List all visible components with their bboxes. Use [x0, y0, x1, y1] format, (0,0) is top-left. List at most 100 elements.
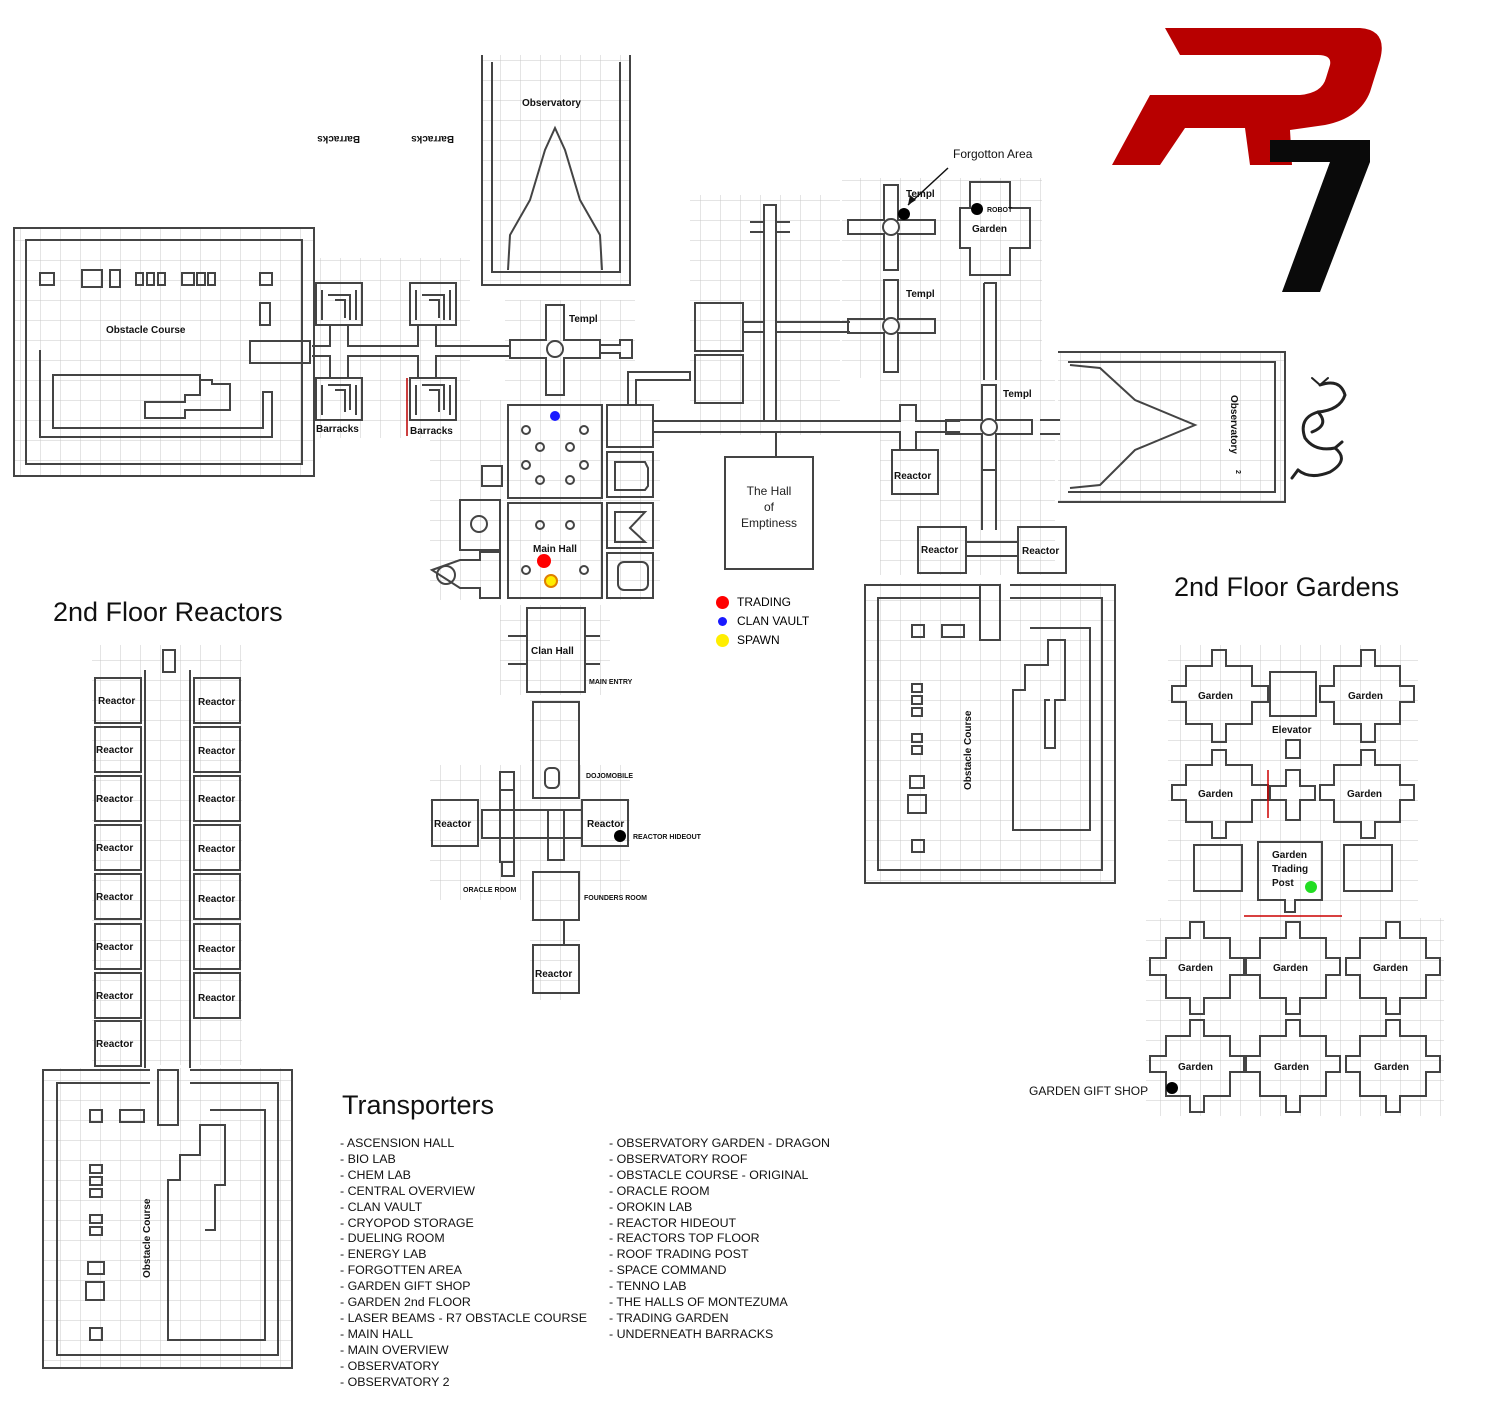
obstacle-course-right — [864, 584, 1116, 884]
transporter-item: - SPACE COMMAND — [609, 1263, 727, 1278]
obstacle-course-left — [13, 227, 315, 477]
label-forgotten-area: Forgotton Area — [953, 147, 1033, 161]
label-garden-gift-shop: GARDEN GIFT SHOP — [1029, 1084, 1148, 1098]
legend-label-spawn: SPAWN — [737, 633, 780, 647]
label-hall-of-emptiness-2: of — [764, 500, 775, 514]
label-garden-g8: Garden — [1178, 1062, 1213, 1073]
temple-center — [509, 304, 633, 396]
r7-logo — [1112, 28, 1382, 292]
legend-item-clan-vault: CLAN VAULT — [716, 612, 809, 631]
transporter-item: - GARDEN 2nd FLOOR — [340, 1295, 471, 1310]
title-2nd-floor-reactors: 2nd Floor Reactors — [53, 597, 283, 627]
label-temple-right-3: Templ — [1003, 389, 1032, 400]
transporter-item: - CRYOPOD STORAGE — [340, 1215, 474, 1230]
transporter-item: - ENERGY LAB — [340, 1247, 427, 1262]
legend-swatch-clan-vault — [718, 617, 727, 626]
trading-marker — [537, 554, 551, 568]
label-trading-post-3: Post — [1272, 878, 1294, 889]
transporter-item: - TRADING GARDEN — [609, 1310, 729, 1325]
label-garden-g10: Garden — [1374, 1062, 1409, 1073]
map-legend: TRADING CLAN VAULT SPAWN — [716, 593, 809, 650]
transporter-item: - TENNO LAB — [609, 1279, 687, 1294]
label-garden-g1: Garden — [1198, 691, 1233, 702]
title-transporters: Transporters — [342, 1090, 495, 1120]
label-reactor-r1r: Reactor — [198, 697, 235, 708]
observatory-top — [481, 55, 631, 286]
gardens-2nd-floor — [1149, 649, 1441, 1113]
legend-item-trading: TRADING — [716, 593, 809, 612]
transporter-item: - FORGOTTEN AREA — [340, 1263, 462, 1278]
transporter-item: - GARDEN GIFT SHOP — [340, 1279, 471, 1294]
robot-marker — [971, 203, 983, 215]
transporter-item: - REACTOR HIDEOUT — [609, 1215, 737, 1230]
transporter-item: - OBSERVATORY GARDEN - DRAGON — [609, 1136, 831, 1150]
label-reactor-r4r: Reactor — [198, 844, 235, 855]
garden-gift-shop-marker — [1166, 1082, 1178, 1094]
label-trading-post-2: Trading — [1272, 864, 1308, 875]
transporter-item: - LASER BEAMS - R7 OBSTACLE COURSE — [340, 1310, 587, 1325]
central-corridors — [627, 204, 960, 570]
label-reactor-r5r: Reactor — [198, 894, 235, 905]
label-reactor-r3l: Reactor — [96, 794, 133, 805]
transporter-item: - OBSERVATORY 2 — [340, 1374, 450, 1389]
label-temple-right-2: Templ — [906, 289, 935, 300]
label-temple-center: Templ — [569, 314, 598, 325]
label-reactor-hideout: REACTOR HIDEOUT — [633, 834, 702, 841]
title-2nd-floor-gardens: 2nd Floor Gardens — [1174, 572, 1400, 602]
legend-item-spawn: SPAWN — [716, 631, 809, 650]
temples-right — [847, 181, 1060, 530]
label-trading-post-1: Garden — [1272, 850, 1307, 861]
legend-label-clan-vault: CLAN VAULT — [737, 614, 810, 628]
label-barracks-tr: Barracks — [411, 133, 454, 144]
label-oracle-room: ORACLE ROOM — [463, 887, 516, 894]
label-obstacle-course-left: Obstacle Course — [106, 325, 186, 336]
forgotten-area-arrow — [907, 167, 949, 206]
label-garden-g6: Garden — [1273, 963, 1308, 974]
label-garden-g5: Garden — [1178, 963, 1213, 974]
spawn-marker — [544, 574, 558, 588]
label-garden-g2: Garden — [1348, 691, 1383, 702]
label-robot: ROBOT — [987, 207, 1013, 214]
transporter-item: - ROOF TRADING POST — [609, 1247, 749, 1262]
transporter-item: - ASCENSION HALL — [340, 1136, 455, 1150]
label-obstacle-course-bottom: Obstacle Course — [142, 1198, 153, 1278]
garden-trading-post-marker — [1305, 881, 1317, 893]
label-reactor-5: Reactor — [587, 819, 624, 830]
legend-swatch-trading — [716, 596, 729, 609]
map-labels: Observatory Obstacle Course Barracks Bar… — [96, 98, 1409, 1278]
label-reactor-r2l: Reactor — [96, 745, 133, 756]
label-founders-room: FOUNDERS ROOM — [584, 895, 647, 902]
transporter-item: - CLAN VAULT — [340, 1199, 423, 1214]
label-reactor-r3r: Reactor — [198, 794, 235, 805]
label-garden-g9: Garden — [1274, 1062, 1309, 1073]
label-reactor-r2r: Reactor — [198, 746, 235, 757]
label-dojomobile: DOJOMOBILE — [586, 773, 633, 780]
label-reactor-r7l: Reactor — [96, 991, 133, 1002]
label-observatory-2: Observatory — [1228, 395, 1239, 454]
label-barracks-bl: Barracks — [317, 133, 360, 144]
label-reactor-r8l: Reactor — [96, 1039, 133, 1050]
obstacle-course-bottom — [42, 1069, 293, 1369]
label-reactor-1: Reactor — [894, 471, 931, 482]
clan-vault-marker — [550, 411, 560, 421]
logo-r-shape — [1112, 28, 1382, 165]
transporter-item: - CENTRAL OVERVIEW — [340, 1183, 475, 1198]
transporter-item: - MAIN OVERVIEW — [340, 1342, 449, 1357]
label-reactor-6: Reactor — [535, 969, 572, 980]
label-garden-g7: Garden — [1373, 963, 1408, 974]
label-garden-g3: Garden — [1198, 789, 1233, 800]
transporter-item: - CHEM LAB — [340, 1167, 411, 1182]
transporter-item: - OBSERVATORY ROOF — [609, 1151, 748, 1166]
label-hall-of-emptiness-3: Emptiness — [741, 516, 797, 530]
transporter-item: - OROKIN LAB — [609, 1199, 693, 1214]
label-reactor-r7r: Reactor — [198, 993, 235, 1004]
label-observatory-2-suffix: 2 — [1234, 470, 1241, 474]
forgotten-area-marker — [898, 208, 910, 220]
label-reactor-r6l: Reactor — [96, 942, 133, 953]
transporters-column-1: - ASCENSION HALL - BIO LAB - CHEM LAB - … — [340, 1136, 587, 1391]
reactors-right — [891, 449, 1067, 574]
label-reactor-3: Reactor — [1022, 546, 1059, 557]
legend-label-trading: TRADING — [737, 595, 791, 609]
transporter-item: - THE HALLS OF MONTEZUMA — [609, 1295, 788, 1310]
